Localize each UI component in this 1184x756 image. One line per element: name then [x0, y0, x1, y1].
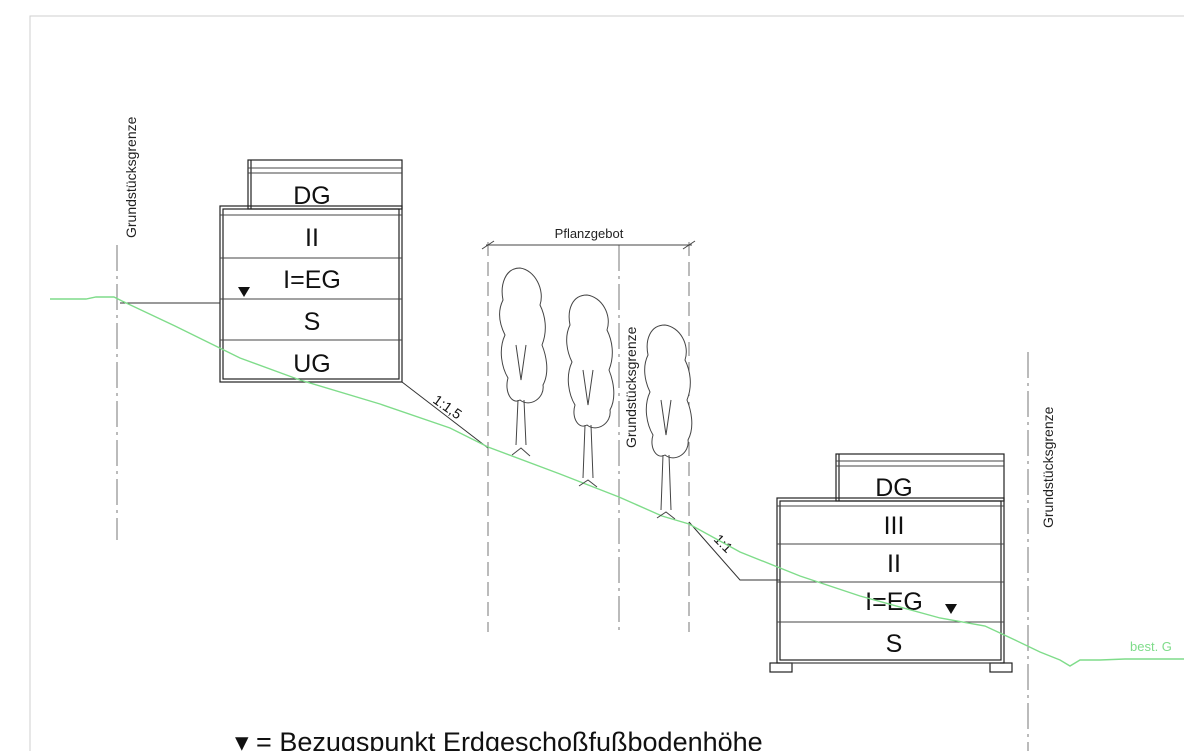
legend-text: ▾ = Bezugspunkt Erdgeschoßfußbodenhöhe	[235, 727, 763, 751]
slope-line-right	[688, 521, 780, 581]
existing-terrain-line	[50, 296, 1184, 667]
slope-line-left	[401, 381, 489, 449]
planting-zone-label: Pflanzgebot	[555, 226, 624, 241]
tree-1	[499, 267, 548, 457]
dimension-tick-right	[682, 240, 696, 250]
left-floor-dg: DG	[293, 182, 331, 210]
right-floor-s: S	[886, 630, 903, 658]
terrain-label: best. G	[1130, 639, 1172, 654]
left-floor-s: S	[304, 308, 321, 336]
right-floor-ii: II	[887, 550, 901, 578]
reference-point-marker-left	[238, 287, 250, 297]
right-floor-eg: I=EG	[865, 588, 923, 616]
building-left: DG II I=EG S UG	[219, 159, 403, 383]
slope-label-left: 1:1,5	[430, 391, 465, 422]
boundary-label-middle: Grundstücksgrenze	[623, 326, 639, 448]
building-right: DG III II I=EG S	[769, 453, 1013, 673]
boundary-label-right: Grundstücksgrenze	[1040, 406, 1056, 528]
tree-3	[644, 324, 693, 520]
tree-2	[566, 294, 615, 488]
left-floor-ii: II	[305, 224, 319, 252]
left-floor-eg: I=EG	[283, 266, 341, 294]
right-floor-dg: DG	[875, 474, 913, 502]
reference-point-marker-right	[945, 604, 957, 614]
boundary-label-left: Grundstücksgrenze	[123, 116, 139, 238]
dimension-tick-left	[481, 240, 495, 250]
drawing-frame	[29, 15, 1184, 756]
right-floor-iii: III	[884, 512, 905, 540]
left-floor-ug: UG	[293, 350, 331, 378]
